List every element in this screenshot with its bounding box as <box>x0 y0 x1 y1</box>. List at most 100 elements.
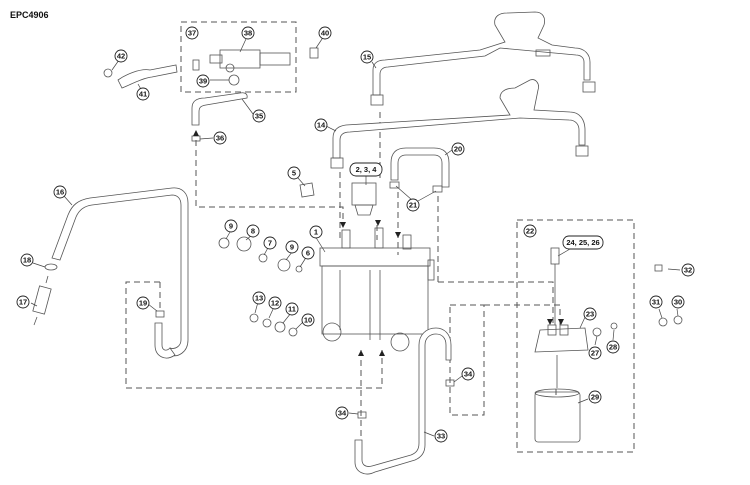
seal-31 <box>658 317 668 327</box>
svg-text:41: 41 <box>139 90 147 99</box>
svg-text:34: 34 <box>464 370 473 379</box>
seal-12 <box>262 318 272 328</box>
callout-33[interactable]: 33 <box>434 429 448 443</box>
callout-6[interactable]: 6 <box>301 246 315 260</box>
callout-14[interactable]: 14 <box>314 118 328 132</box>
svg-text:8: 8 <box>251 227 255 236</box>
callout-37[interactable]: 37 <box>185 26 199 40</box>
callout-38[interactable]: 38 <box>241 26 255 40</box>
callout-15[interactable]: 15 <box>360 50 374 64</box>
svg-text:28: 28 <box>609 343 617 352</box>
clamp-42 <box>103 68 113 78</box>
svg-text:33: 33 <box>437 432 445 441</box>
clip-19 <box>155 310 165 318</box>
callout-11[interactable]: 11 <box>285 302 299 316</box>
svg-text:9: 9 <box>290 243 294 252</box>
document-id: EPC4906 <box>10 10 49 20</box>
seal-7 <box>258 253 268 263</box>
flow-arrows <box>193 130 564 356</box>
callout-13[interactable]: 13 <box>252 291 266 305</box>
hose-20 <box>390 147 450 188</box>
callout-23[interactable]: 23 <box>583 307 597 321</box>
svg-text:23: 23 <box>586 310 594 319</box>
svg-text:18: 18 <box>23 256 31 265</box>
callout-32[interactable]: 32 <box>681 263 695 277</box>
callout-20[interactable]: 20 <box>451 142 465 156</box>
callout-28[interactable]: 28 <box>606 340 620 354</box>
callout-36[interactable]: 36 <box>213 131 227 145</box>
callout-18[interactable]: 18 <box>20 253 34 267</box>
svg-text:31: 31 <box>652 298 660 307</box>
group-box-19 <box>125 281 383 389</box>
callout-10[interactable]: 10 <box>301 313 315 327</box>
bracket-5 <box>299 182 315 198</box>
filter-element-29 <box>534 388 581 443</box>
callout-12[interactable]: 12 <box>268 296 282 310</box>
callout-41[interactable]: 41 <box>136 87 150 101</box>
callout-30[interactable]: 30 <box>671 295 685 309</box>
callout-31[interactable]: 31 <box>649 295 663 309</box>
svg-text:35: 35 <box>255 112 263 121</box>
svg-text:22: 22 <box>526 227 534 236</box>
callout-2-3-4[interactable]: 2, 3, 4 <box>349 162 383 177</box>
callout-40[interactable]: 40 <box>318 26 332 40</box>
clip-21b <box>432 185 443 193</box>
callout-24-25-26[interactable]: 24, 25, 26 <box>562 235 604 250</box>
svg-text:13: 13 <box>255 294 263 303</box>
callout-8[interactable]: 8 <box>246 224 260 238</box>
svg-text:2, 3, 4: 2, 3, 4 <box>356 165 378 174</box>
seal-27 <box>592 327 602 337</box>
callout-9a[interactable]: 9 <box>224 219 238 233</box>
parts <box>32 11 683 475</box>
svg-text:40: 40 <box>321 29 329 38</box>
callout-34b[interactable]: 34 <box>461 367 475 381</box>
clip-34a <box>357 411 367 419</box>
seal-10 <box>288 327 298 337</box>
clamp-18 <box>44 263 58 271</box>
svg-text:14: 14 <box>317 121 326 130</box>
callout-34a[interactable]: 34 <box>335 406 349 420</box>
callout-5[interactable]: 5 <box>287 166 301 180</box>
callout-35[interactable]: 35 <box>252 109 266 123</box>
hose-16 <box>51 187 189 357</box>
clip-34b <box>445 379 455 387</box>
hose-35 <box>191 92 248 126</box>
hose-assembly-14 <box>332 79 586 159</box>
callout-42[interactable]: 42 <box>114 49 128 63</box>
callout-39[interactable]: 39 <box>196 74 210 88</box>
guide-line-36 <box>195 140 344 225</box>
filter-head-23 <box>534 324 589 353</box>
sensor-38 <box>209 49 291 73</box>
callout-29[interactable]: 29 <box>588 390 602 404</box>
callout-17[interactable]: 17 <box>16 295 30 309</box>
callout-16[interactable]: 16 <box>53 185 67 199</box>
callouts: 1 2, 3, 4 5 6 7 8 9 9 10 11 12 13 14 15 … <box>16 26 695 443</box>
svg-text:15: 15 <box>363 53 371 62</box>
callout-7[interactable]: 7 <box>263 236 277 250</box>
callout-9b[interactable]: 9 <box>285 240 299 254</box>
callout-1[interactable]: 1 <box>309 225 323 239</box>
svg-text:11: 11 <box>288 305 296 314</box>
svg-text:34: 34 <box>338 409 347 418</box>
callout-19[interactable]: 19 <box>136 296 150 310</box>
seal-6 <box>295 265 303 273</box>
svg-text:5: 5 <box>292 169 296 178</box>
seal-13 <box>249 313 259 323</box>
svg-text:36: 36 <box>216 134 224 143</box>
svg-text:37: 37 <box>188 29 196 38</box>
connector-15a <box>370 94 384 106</box>
fitting-40 <box>309 47 319 59</box>
svg-text:9: 9 <box>229 222 233 231</box>
svg-text:32: 32 <box>684 266 692 275</box>
callout-21[interactable]: 21 <box>406 198 420 212</box>
connector-32 <box>654 264 663 272</box>
callout-27[interactable]: 27 <box>588 346 602 360</box>
callout-22[interactable]: 22 <box>523 224 537 238</box>
seal-8 <box>236 236 252 252</box>
inline-filter-17 <box>32 275 52 326</box>
hose-41 <box>117 64 178 89</box>
plug-39a <box>192 59 200 71</box>
svg-text:1: 1 <box>314 228 318 237</box>
svg-text:6: 6 <box>306 249 310 258</box>
